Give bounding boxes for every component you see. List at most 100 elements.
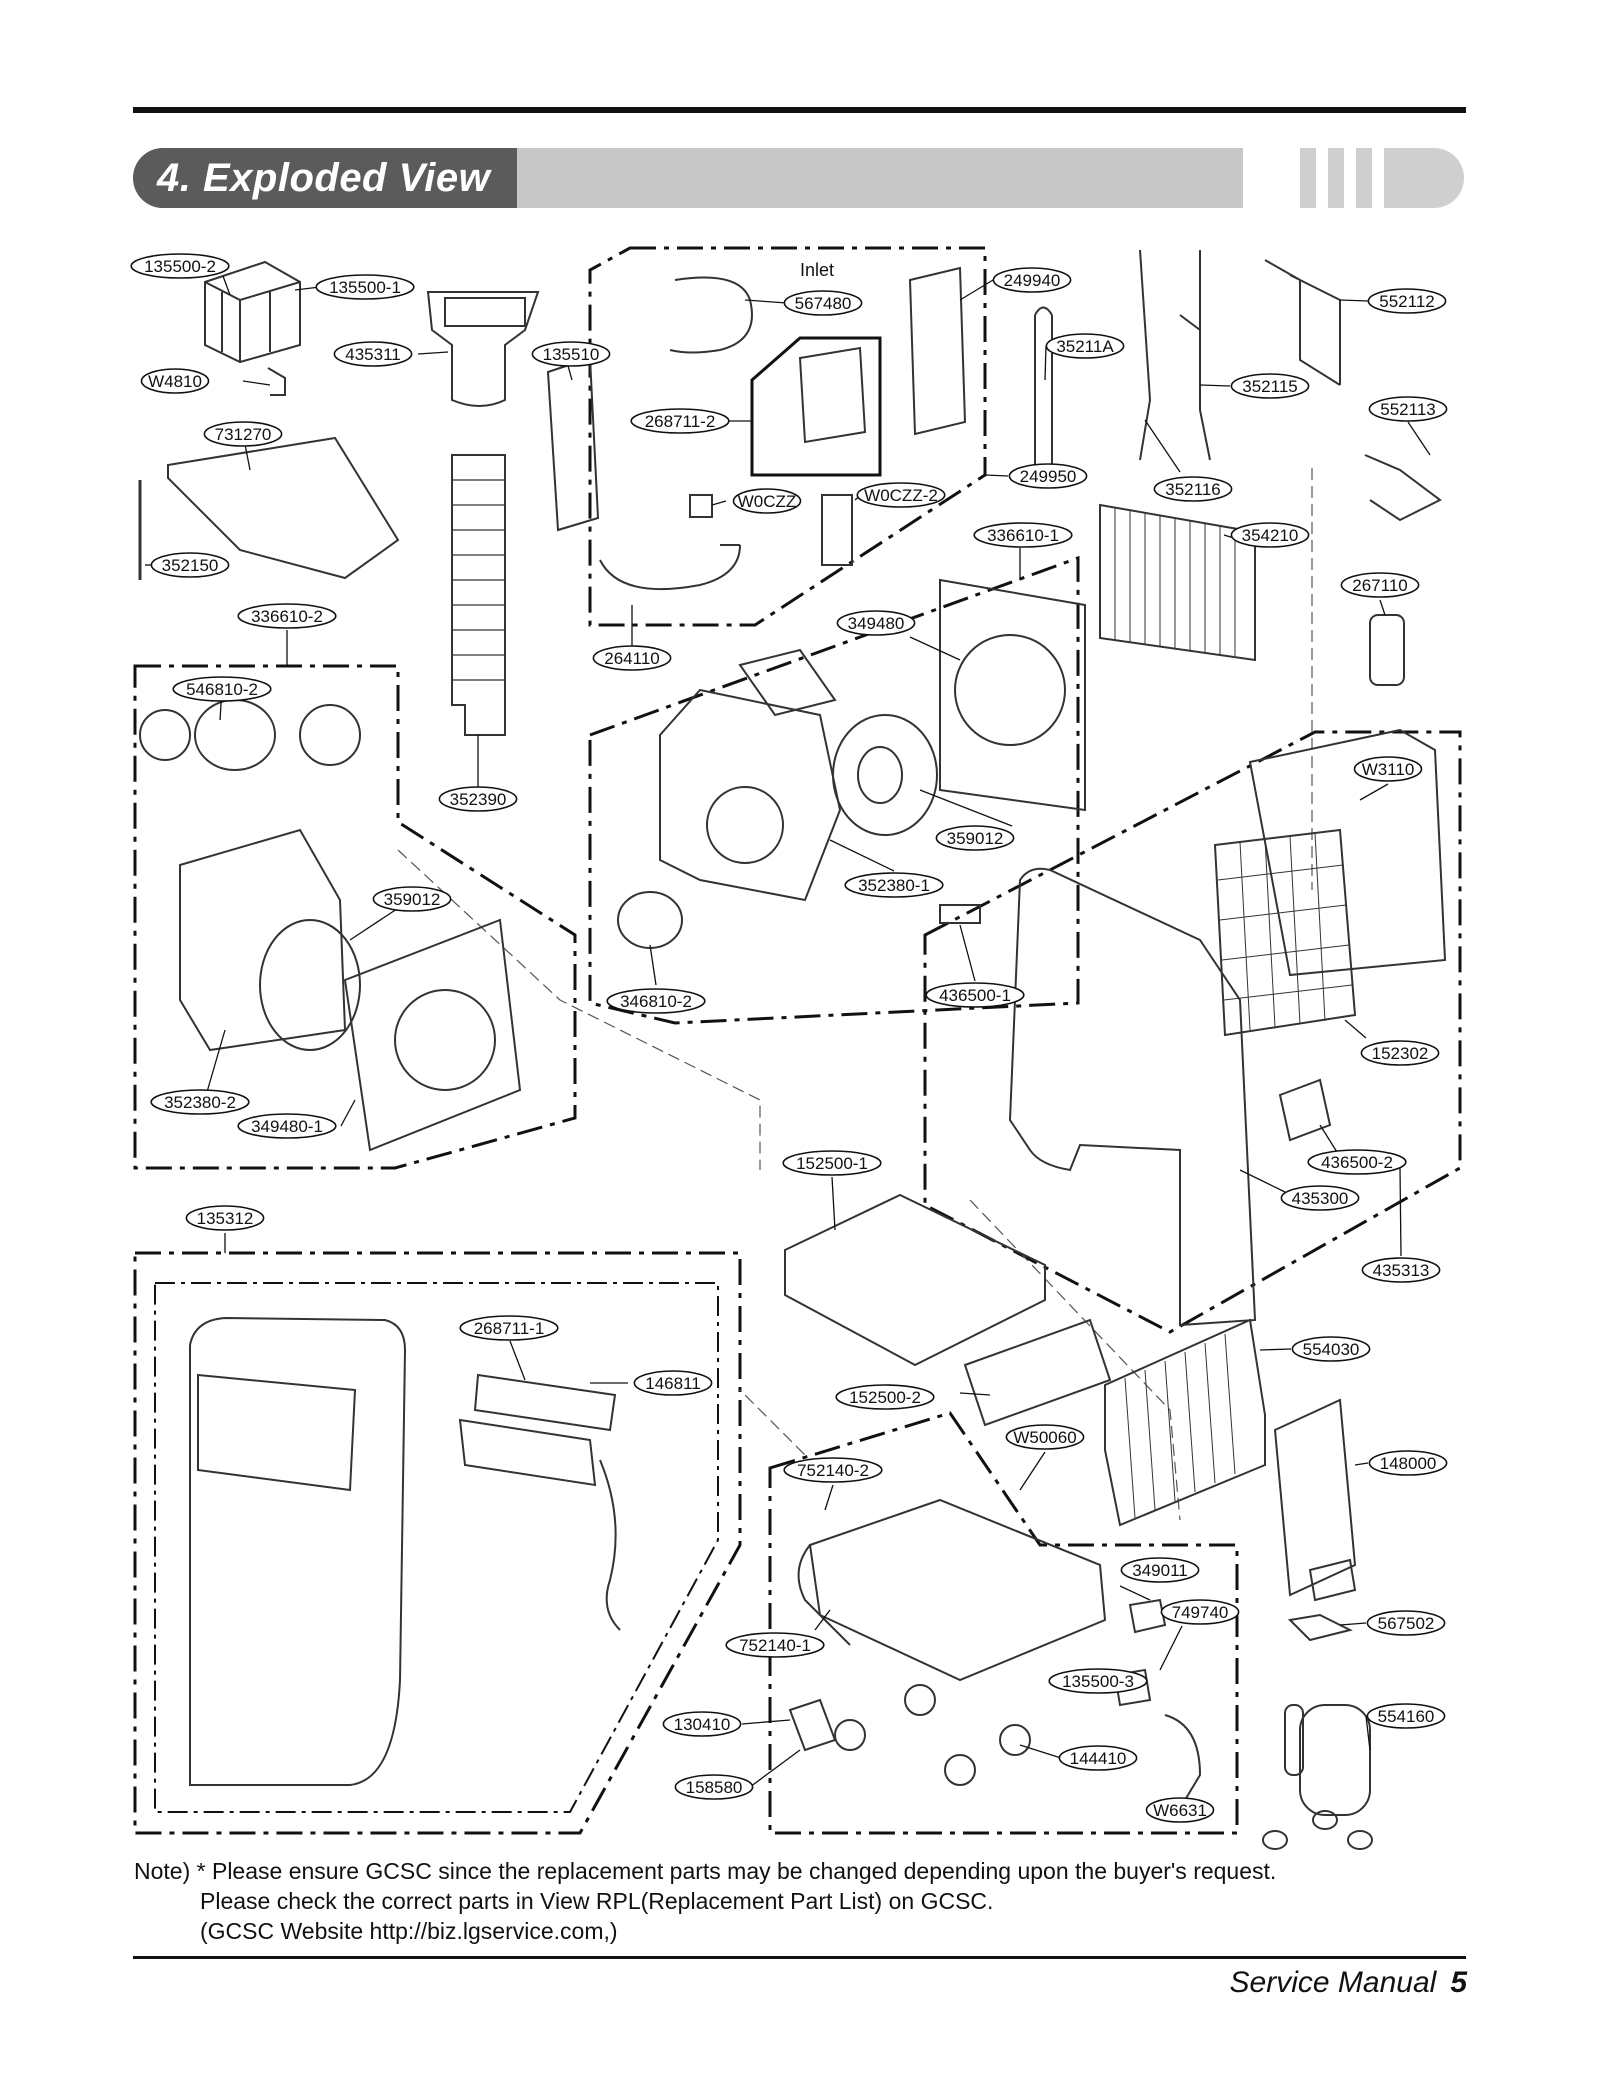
part-callout: 135510 <box>531 341 611 367</box>
part-callout: 352380-2 <box>150 1089 250 1115</box>
part-number: 752140-1 <box>739 1636 811 1655</box>
note-line: Please check the correct parts in View R… <box>200 1888 994 1914</box>
leader-line <box>1359 783 1389 801</box>
leader-line <box>1379 599 1386 616</box>
part-callout: 135500-1 <box>315 274 415 300</box>
leader-line <box>1144 419 1181 473</box>
leader-line <box>749 1749 801 1788</box>
part-number: 135510 <box>543 345 600 364</box>
part-callout: 546810-2 <box>172 676 272 702</box>
relay-sketch <box>1128 1598 1167 1634</box>
part-number: 146811 <box>645 1374 700 1393</box>
front-panel-inner-outline <box>154 1282 719 1813</box>
callout-oval <box>782 1150 882 1176</box>
part-callout: 268711-1 <box>459 1315 559 1341</box>
callout-oval <box>844 872 944 898</box>
part-number: 152500-2 <box>849 1388 921 1407</box>
part-number: 158580 <box>686 1778 743 1797</box>
leader-line <box>919 789 1013 827</box>
condenser-coil-sketch <box>1104 1318 1266 1527</box>
filter-sketch <box>204 260 301 364</box>
leader-line <box>744 299 788 304</box>
harness-sketch <box>599 544 741 591</box>
part-callout: 349480 <box>836 610 916 636</box>
part-number: 249940 <box>1004 271 1061 290</box>
callout-oval <box>1366 1703 1446 1729</box>
part-number: 352150 <box>162 556 219 575</box>
section-banner-dark <box>133 148 517 208</box>
callout-oval <box>1153 476 1233 502</box>
overload-sketch <box>1308 1558 1357 1602</box>
tab-bar <box>1300 148 1316 208</box>
exhaust-adapter-sketch <box>426 291 540 407</box>
part-number: 435313 <box>1373 1261 1430 1280</box>
leader-line <box>417 351 449 355</box>
part-callout: 752140-2 <box>783 1457 883 1483</box>
leader-line <box>741 1719 791 1725</box>
compressor-sketch <box>1299 1704 1371 1816</box>
part-number: W0CZZ <box>738 492 797 511</box>
tab-cap <box>1384 148 1464 208</box>
callout-oval <box>783 1457 883 1483</box>
leader-line <box>509 1340 526 1381</box>
callout-oval <box>836 610 916 636</box>
callout-oval <box>1048 1668 1148 1694</box>
part-callout: 249940 <box>992 267 1072 293</box>
leader-line <box>909 636 961 661</box>
hose-sketch <box>451 454 506 736</box>
part-number: W6631 <box>1153 1801 1207 1820</box>
part-number: 349480 <box>848 614 905 633</box>
part-callout: 336610-1 <box>973 522 1073 548</box>
part-number: 436500-2 <box>1321 1153 1393 1172</box>
wire-loop-sketch <box>1164 1714 1202 1801</box>
caster-sketch <box>944 1754 976 1786</box>
fan-housing-plate-sketch <box>939 578 1086 812</box>
callout-oval <box>1368 396 1448 422</box>
wire-sketch <box>669 276 753 354</box>
part-callout: 152500-2 <box>835 1384 935 1410</box>
part-number: 352380-2 <box>164 1093 236 1112</box>
callout-oval <box>531 341 611 367</box>
callout-oval <box>1366 1610 1446 1636</box>
part-number: 749740 <box>1172 1603 1229 1622</box>
blower-wheel-sketch <box>832 714 938 836</box>
leader-line <box>1259 1348 1292 1351</box>
part-callout: 552112 <box>1367 288 1447 314</box>
part-number: 349480-1 <box>251 1117 323 1136</box>
part-number: 554160 <box>1378 1707 1435 1726</box>
drain-pan-sketch <box>784 1193 1046 1367</box>
callout-oval <box>140 368 210 394</box>
callout-oval <box>1360 1040 1440 1066</box>
part-callout: 130410 <box>662 1711 742 1737</box>
part-callout: 352380-1 <box>844 872 944 898</box>
terminal-sketch <box>1113 1668 1152 1707</box>
part-number: W0CZZ-2 <box>864 486 938 505</box>
part-number: 268711-2 <box>645 412 716 431</box>
leader-line <box>1365 1715 1371 1751</box>
leader-line <box>831 1176 836 1231</box>
part-number: 336610-2 <box>251 607 323 626</box>
part-number: W50060 <box>1013 1428 1076 1447</box>
rubber-mount-sketch <box>1262 1830 1288 1850</box>
part-number: 359012 <box>947 829 1004 848</box>
part-callout: 135500-3 <box>1048 1668 1148 1694</box>
shroud-opening-sketch <box>706 786 784 864</box>
coil-fins <box>1114 508 1236 656</box>
part-number: 349011 <box>1132 1561 1187 1580</box>
leader-line <box>1354 1462 1369 1466</box>
remote-control-sketch <box>1369 614 1405 686</box>
part-number: 148000 <box>1380 1454 1437 1473</box>
part-callout: 552113 <box>1368 396 1448 422</box>
part-number: 144410 <box>1070 1749 1127 1768</box>
part-callout: 346810-2 <box>606 988 706 1014</box>
callout-oval <box>150 552 230 578</box>
footer-rule <box>133 1956 1466 1959</box>
part-callout: W0CZZ <box>732 488 802 514</box>
part-number: 346810-2 <box>620 992 692 1011</box>
part-number: 130410 <box>674 1715 731 1734</box>
duct-piece-sketch <box>1278 1078 1332 1142</box>
callout-oval <box>459 1315 559 1341</box>
filter-mesh <box>1217 832 1353 1031</box>
harness-sketch <box>599 1459 621 1631</box>
fan-scroll-sketch <box>179 828 347 1052</box>
